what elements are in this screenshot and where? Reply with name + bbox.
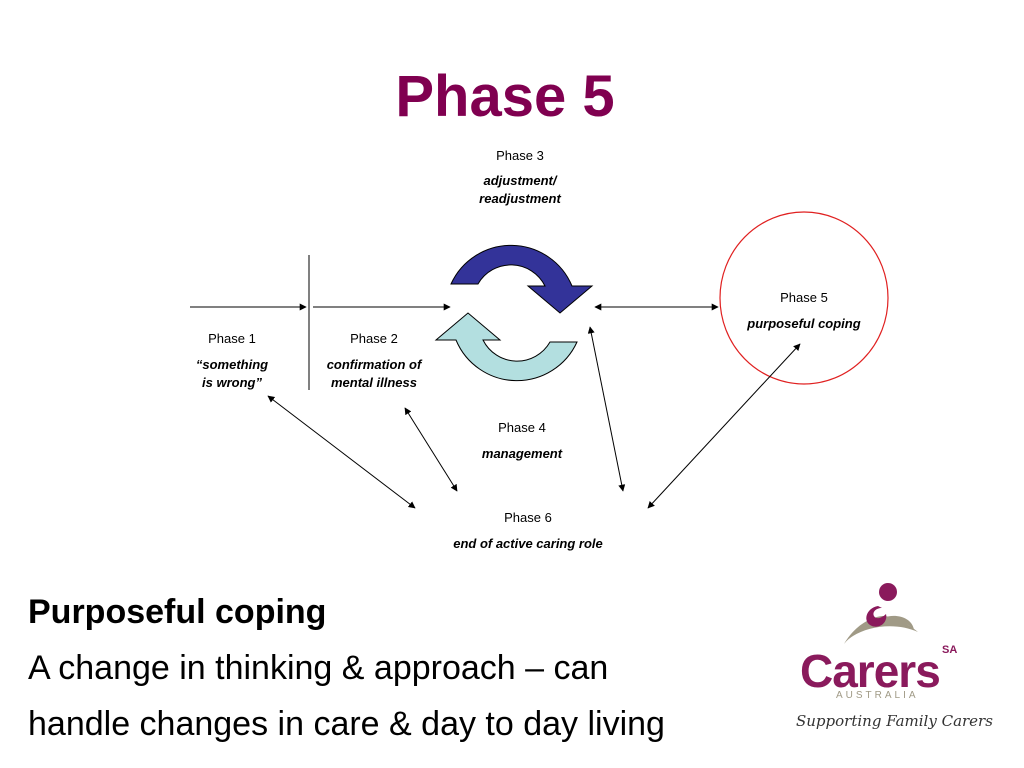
logo-country: AUSTRALIA (836, 690, 919, 701)
phase1-desc-line1: “something (195, 357, 269, 372)
phase3-label: Phase 3 (496, 148, 544, 163)
section-heading: Purposeful coping (28, 593, 327, 631)
phase5-label: Phase 5 (780, 290, 828, 305)
arrow-phase1-phase6 (267, 395, 416, 509)
page-title: Phase 5 (395, 64, 615, 129)
body-text-line2: handle changes in care & day to day livi… (28, 705, 665, 743)
phase3-desc-line1: adjustment/ (483, 173, 557, 188)
arrow-phase2-phase6 (404, 407, 458, 492)
phase3-desc-line2: readjustment (479, 191, 561, 206)
logo-region: SA (942, 644, 958, 656)
phase2-desc-line1: confirmation of (326, 357, 422, 372)
phase1-label: Phase 1 (208, 331, 256, 346)
phase6-desc: end of active caring role (453, 536, 603, 551)
logo-tagline: Supporting Family Carers (796, 712, 993, 730)
carers-emblem-icon (844, 583, 918, 644)
phase6-label: Phase 6 (504, 510, 552, 525)
phase2-label: Phase 2 (350, 331, 398, 346)
arrow-cycle-phase6 (587, 326, 626, 492)
cycle-arrow-bottom (434, 312, 578, 382)
phase5-desc: purposeful coping (747, 316, 861, 331)
body-text-line1: A change in thinking & approach – can (28, 649, 609, 687)
cycle-arrow-top (450, 244, 594, 314)
phase1-desc-line2: is wrong” (202, 375, 262, 390)
logo-wordmark: Carers (800, 645, 941, 697)
carers-australia-logo: SA Carers AUSTRALIA Supporting Family Ca… (796, 572, 993, 742)
phase2-desc-line2: mental illness (331, 375, 417, 390)
arrow-phase5-phase6 (647, 343, 801, 509)
phase5-highlight-circle (719, 211, 889, 385)
phase4-desc: management (481, 446, 563, 461)
phase4-label: Phase 4 (498, 420, 546, 435)
